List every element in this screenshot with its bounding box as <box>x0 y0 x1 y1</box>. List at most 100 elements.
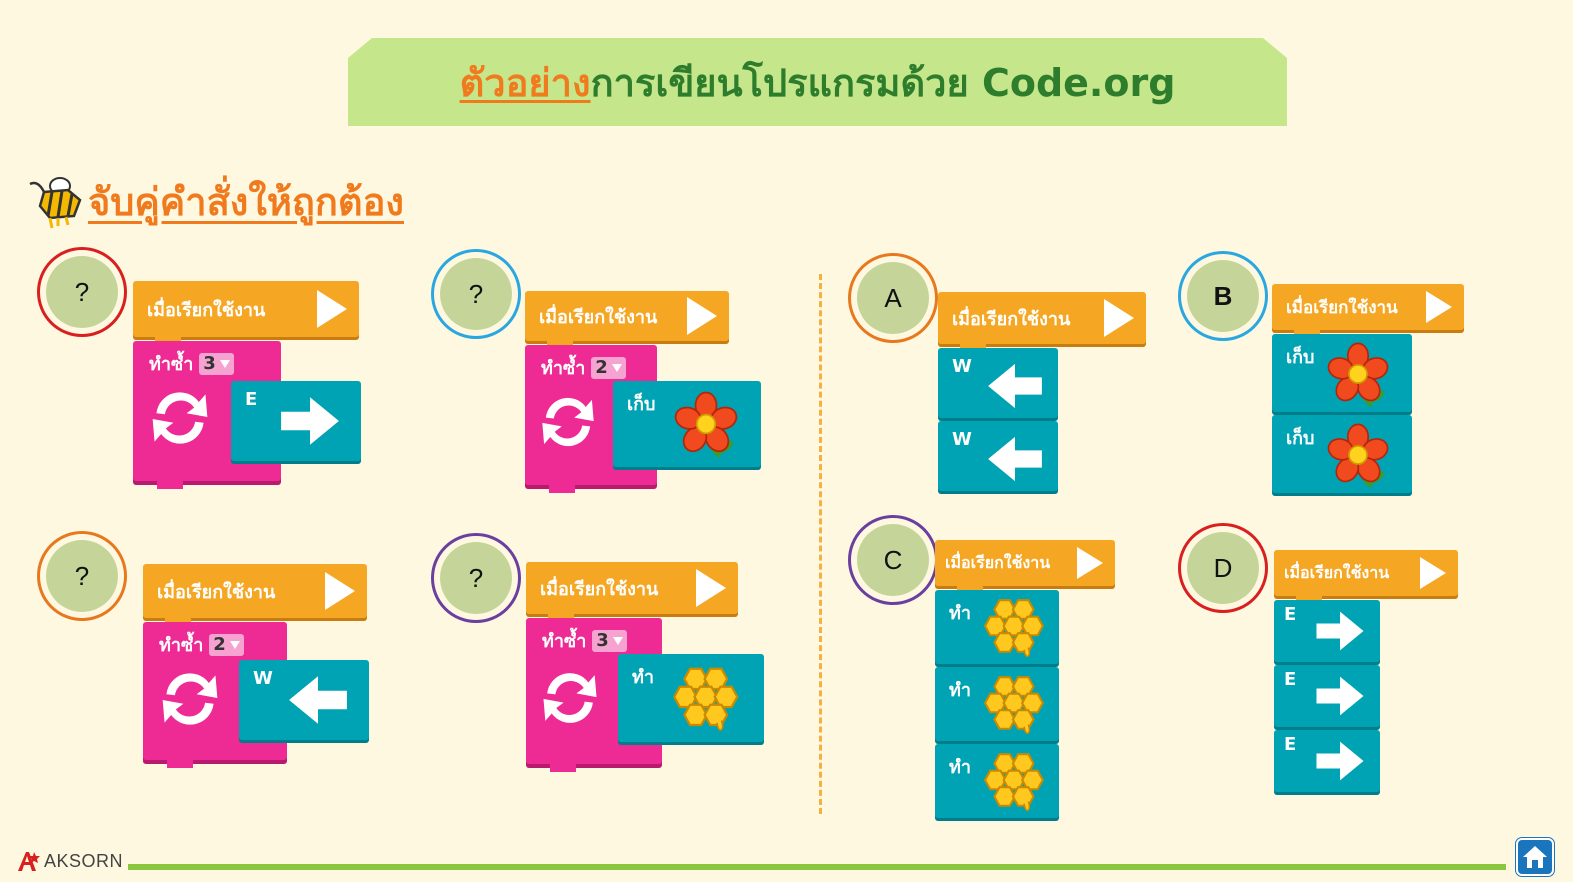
repeat-count: 3 <box>596 630 609 651</box>
badge-label: A <box>857 262 929 334</box>
arrow-right-icon <box>1314 675 1366 717</box>
title-banner: ตัวอย่างการเขียนโปรแกรมด้วย Code.org <box>348 38 1287 126</box>
move-east-block: E <box>1274 600 1380 662</box>
move-east-block: E <box>231 381 361 461</box>
play-icon <box>317 290 347 328</box>
when-run-label: เมื่อเรียกใช้งาน <box>952 308 1071 330</box>
repeat-count-dropdown[interactable]: 2 <box>209 633 244 656</box>
repeat-count: 3 <box>203 353 216 374</box>
answer-badge-3[interactable]: ? <box>37 531 127 621</box>
repeat-block: ทำซ้ำ 3 ทำ <box>526 618 764 772</box>
step-label: W <box>952 429 972 450</box>
move-east-block: E <box>1274 665 1380 727</box>
repeat-count: 2 <box>213 634 226 655</box>
answer-badge-4[interactable]: ? <box>431 533 521 623</box>
repeat-label: ทำซ้ำ <box>149 354 194 375</box>
step-label: ทำ <box>949 603 971 624</box>
badge-label: B <box>1187 260 1259 332</box>
badge-label: ? <box>46 540 118 612</box>
honeycomb-icon <box>983 750 1049 812</box>
arrow-right-icon <box>1314 740 1366 782</box>
arrow-right-icon <box>1314 610 1366 652</box>
section-title: จับคู่คำสั่งให้ถูกต้อง <box>88 179 404 224</box>
make-honey-block: ทำ <box>935 590 1059 664</box>
brand-logo: AKSORN <box>16 850 123 872</box>
page-title-rest: การเขียนโปรแกรมด้วย Code.org <box>590 60 1176 105</box>
step-label: E <box>1284 604 1297 625</box>
home-icon <box>1523 846 1547 868</box>
footer-line <box>128 864 1506 870</box>
when-run-label: เมื่อเรียกใช้งาน <box>540 578 659 600</box>
honeycomb-icon <box>983 596 1049 658</box>
flower-icon <box>1324 421 1392 489</box>
move-west-block: W <box>938 421 1058 491</box>
bee-icon <box>28 172 86 230</box>
loop-cycle-icon <box>147 385 213 451</box>
section-heading: จับคู่คำสั่งให้ถูกต้อง <box>28 166 404 236</box>
step-label: ทำ <box>949 680 971 701</box>
column-divider <box>819 274 822 814</box>
play-icon <box>696 569 726 607</box>
dropdown-arrow-icon <box>612 636 623 645</box>
repeat-label: ทำซ้ำ <box>541 358 586 379</box>
step-label: W <box>952 356 972 377</box>
step-label: ทำ <box>949 757 971 778</box>
program-a: เมื่อเรียกใช้งาน W W <box>938 292 1146 494</box>
play-icon <box>1426 291 1452 323</box>
option-badge-b[interactable]: B <box>1178 251 1268 341</box>
repeat-label: ทำซ้ำ <box>159 635 204 656</box>
when-run-label: เมื่อเรียกใช้งาน <box>157 581 276 603</box>
action-label: E <box>245 389 258 410</box>
when-run-label: เมื่อเรียกใช้งาน <box>147 299 266 321</box>
brand-name: AKSORN <box>44 850 124 871</box>
option-badge-c[interactable]: C <box>848 515 938 605</box>
option-badge-a[interactable]: A <box>848 253 938 343</box>
flower-icon <box>1324 340 1392 408</box>
repeat-block: ทำซ้ำ 3 E <box>133 341 361 489</box>
move-west-block: W <box>938 348 1058 418</box>
when-run-block: เมื่อเรียกใช้งาน <box>525 291 729 350</box>
repeat-count-dropdown[interactable]: 3 <box>592 629 627 652</box>
home-button[interactable] <box>1516 838 1554 876</box>
step-label: E <box>1284 734 1297 755</box>
page-title-highlight: ตัวอย่าง <box>459 60 591 105</box>
loop-cycle-icon <box>537 391 599 453</box>
when-run-block: เมื่อเรียกใช้งาน <box>935 540 1115 595</box>
when-run-block: เมื่อเรียกใช้งาน <box>1272 284 1464 339</box>
repeat-count-dropdown[interactable]: 3 <box>199 352 234 375</box>
program-3: เมื่อเรียกใช้งาน ทำซ้ำ 2 W <box>143 564 369 768</box>
step-label: E <box>1284 669 1297 690</box>
when-run-block: เมื่อเรียกใช้งาน <box>1274 550 1458 605</box>
option-badge-d[interactable]: D <box>1178 523 1268 613</box>
step-label: เก็บ <box>1286 428 1315 449</box>
arrow-left-icon <box>984 435 1046 483</box>
arrow-left-icon <box>287 674 349 726</box>
loop-cycle-icon <box>538 666 602 730</box>
arrow-right-icon <box>279 395 341 447</box>
answer-badge-2[interactable]: ? <box>431 249 521 339</box>
program-4: เมื่อเรียกใช้งาน ทำซ้ำ 3 ทำ <box>526 562 764 772</box>
repeat-count-dropdown[interactable]: 2 <box>591 356 626 379</box>
answer-badge-1[interactable]: ? <box>37 247 127 337</box>
program-d: เมื่อเรียกใช้งาน E E E <box>1274 550 1458 795</box>
make-honey-block: ทำ <box>618 654 764 742</box>
when-run-label: เมื่อเรียกใช้งาน <box>539 306 658 328</box>
page-title: ตัวอย่างการเขียนโปรแกรมด้วย Code.org <box>460 52 1176 113</box>
play-icon <box>1420 557 1446 589</box>
honeycomb-icon <box>983 673 1049 735</box>
repeat-label: ทำซ้ำ <box>542 631 587 652</box>
badge-label: D <box>1187 532 1259 604</box>
when-run-label: เมื่อเรียกใช้งาน <box>945 552 1051 572</box>
action-label: W <box>253 668 273 689</box>
play-icon <box>325 572 355 610</box>
action-label: ทำ <box>632 667 654 688</box>
loop-cycle-icon <box>157 666 223 732</box>
badge-label: ? <box>46 256 118 328</box>
program-b: เมื่อเรียกใช้งาน เก็บ เก็บ <box>1272 284 1464 496</box>
when-run-block: เมื่อเรียกใช้งาน <box>143 564 367 627</box>
when-run-block: เมื่อเรียกใช้งาน <box>526 562 738 623</box>
when-run-block: เมื่อเรียกใช้งาน <box>133 281 359 346</box>
honeycomb-icon <box>672 664 744 732</box>
when-run-block: เมื่อเรียกใช้งาน <box>938 292 1146 353</box>
